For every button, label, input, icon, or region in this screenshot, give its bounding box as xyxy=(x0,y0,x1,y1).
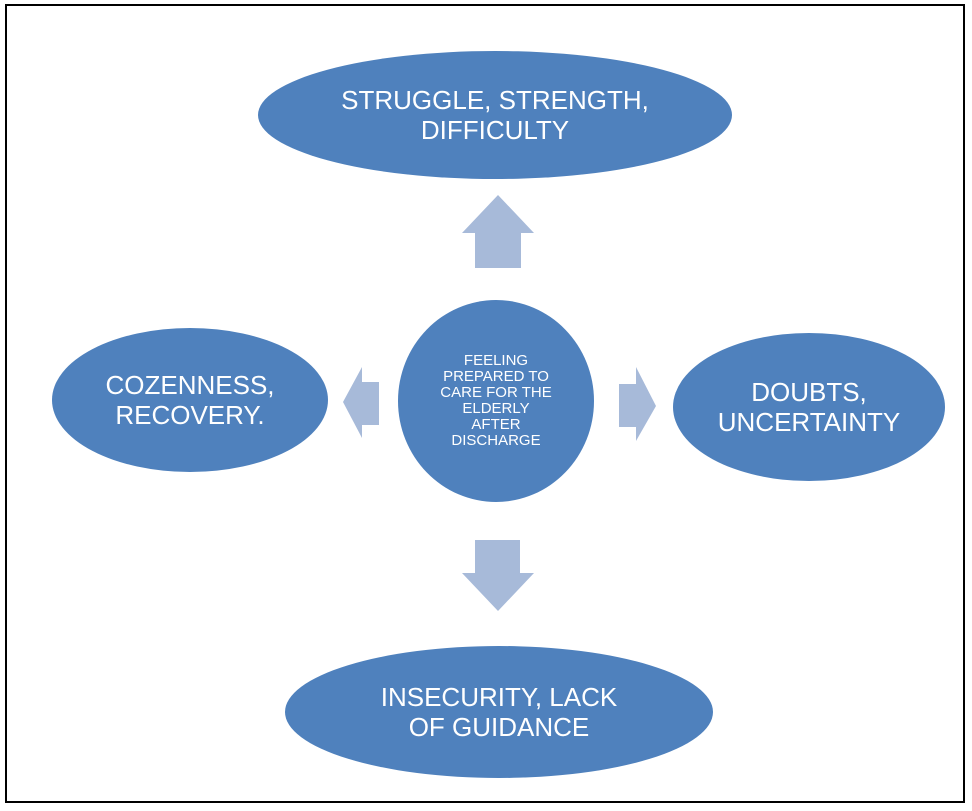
node-cozenness-recovery: COZENNESS, RECOVERY. xyxy=(52,328,328,472)
node-bottom-label: INSECURITY, LACK OF GUIDANCE xyxy=(380,682,618,742)
node-insecurity-lack-of-guidance: INSECURITY, LACK OF GUIDANCE xyxy=(285,646,713,778)
center-node-label: FEELING PREPARED TO CARE FOR THE ELDERLY… xyxy=(440,352,552,449)
node-struggle-strength-difficulty: STRUGGLE, STRENGTH, DIFFICULTY xyxy=(258,51,732,179)
center-node-feeling-prepared: FEELING PREPARED TO CARE FOR THE ELDERLY… xyxy=(398,300,594,502)
arrow-left xyxy=(343,367,379,438)
node-left-label: COZENNESS, RECOVERY. xyxy=(105,370,275,430)
arrow-up xyxy=(462,195,534,268)
node-doubts-uncertainty: DOUBTS, UNCERTAINTY xyxy=(673,333,945,481)
arrow-right xyxy=(619,367,656,441)
arrow-down xyxy=(462,540,534,611)
node-right-label: DOUBTS, UNCERTAINTY xyxy=(717,377,901,437)
node-top-label: STRUGGLE, STRENGTH, DIFFICULTY xyxy=(341,85,649,145)
